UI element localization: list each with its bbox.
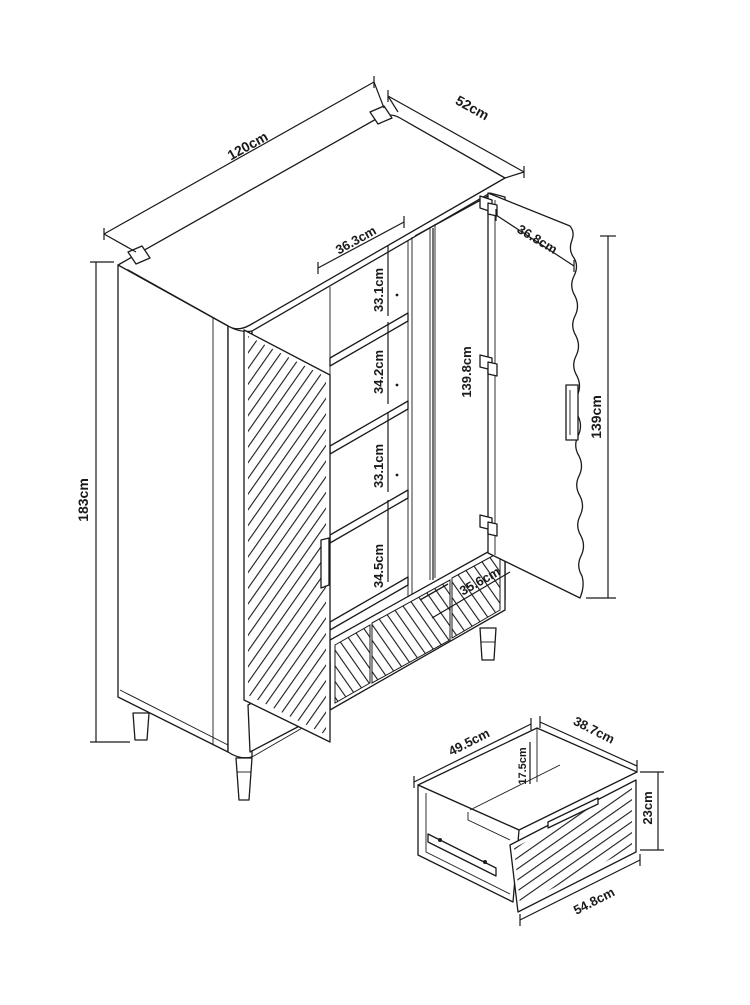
label-shelf-gap-1: 33.1cm <box>371 268 386 312</box>
label-shelf-gap-4: 34.5cm <box>371 544 386 588</box>
bottom-drawers <box>329 547 506 711</box>
label-shelf-gap-2: 34.2cm <box>371 350 386 394</box>
label-drawer-front-height: 23cm <box>640 791 655 824</box>
label-overall-depth: 52cm <box>453 92 492 123</box>
dimension-lines <box>90 76 616 743</box>
label-drawer-front-width: 54.8cm <box>571 884 617 917</box>
label-overall-width: 120cm <box>225 128 271 163</box>
label-drawer-inner-depth: 38.7cm <box>571 713 617 746</box>
legs <box>132 627 497 801</box>
label-overall-height: 183cm <box>75 478 91 522</box>
left-door <box>243 329 331 743</box>
label-shelf-gap-3: 33.1cm <box>371 444 386 488</box>
wardrobe-cabinet <box>117 114 585 801</box>
label-door-height: 139cm <box>588 395 604 439</box>
label-drawer-inner-height: 17.5cm <box>517 747 529 785</box>
right-door <box>479 192 585 599</box>
drawer-detail <box>413 716 664 926</box>
cabinet-left-side <box>117 264 229 753</box>
label-hanging-height: 139.8cm <box>459 346 474 397</box>
